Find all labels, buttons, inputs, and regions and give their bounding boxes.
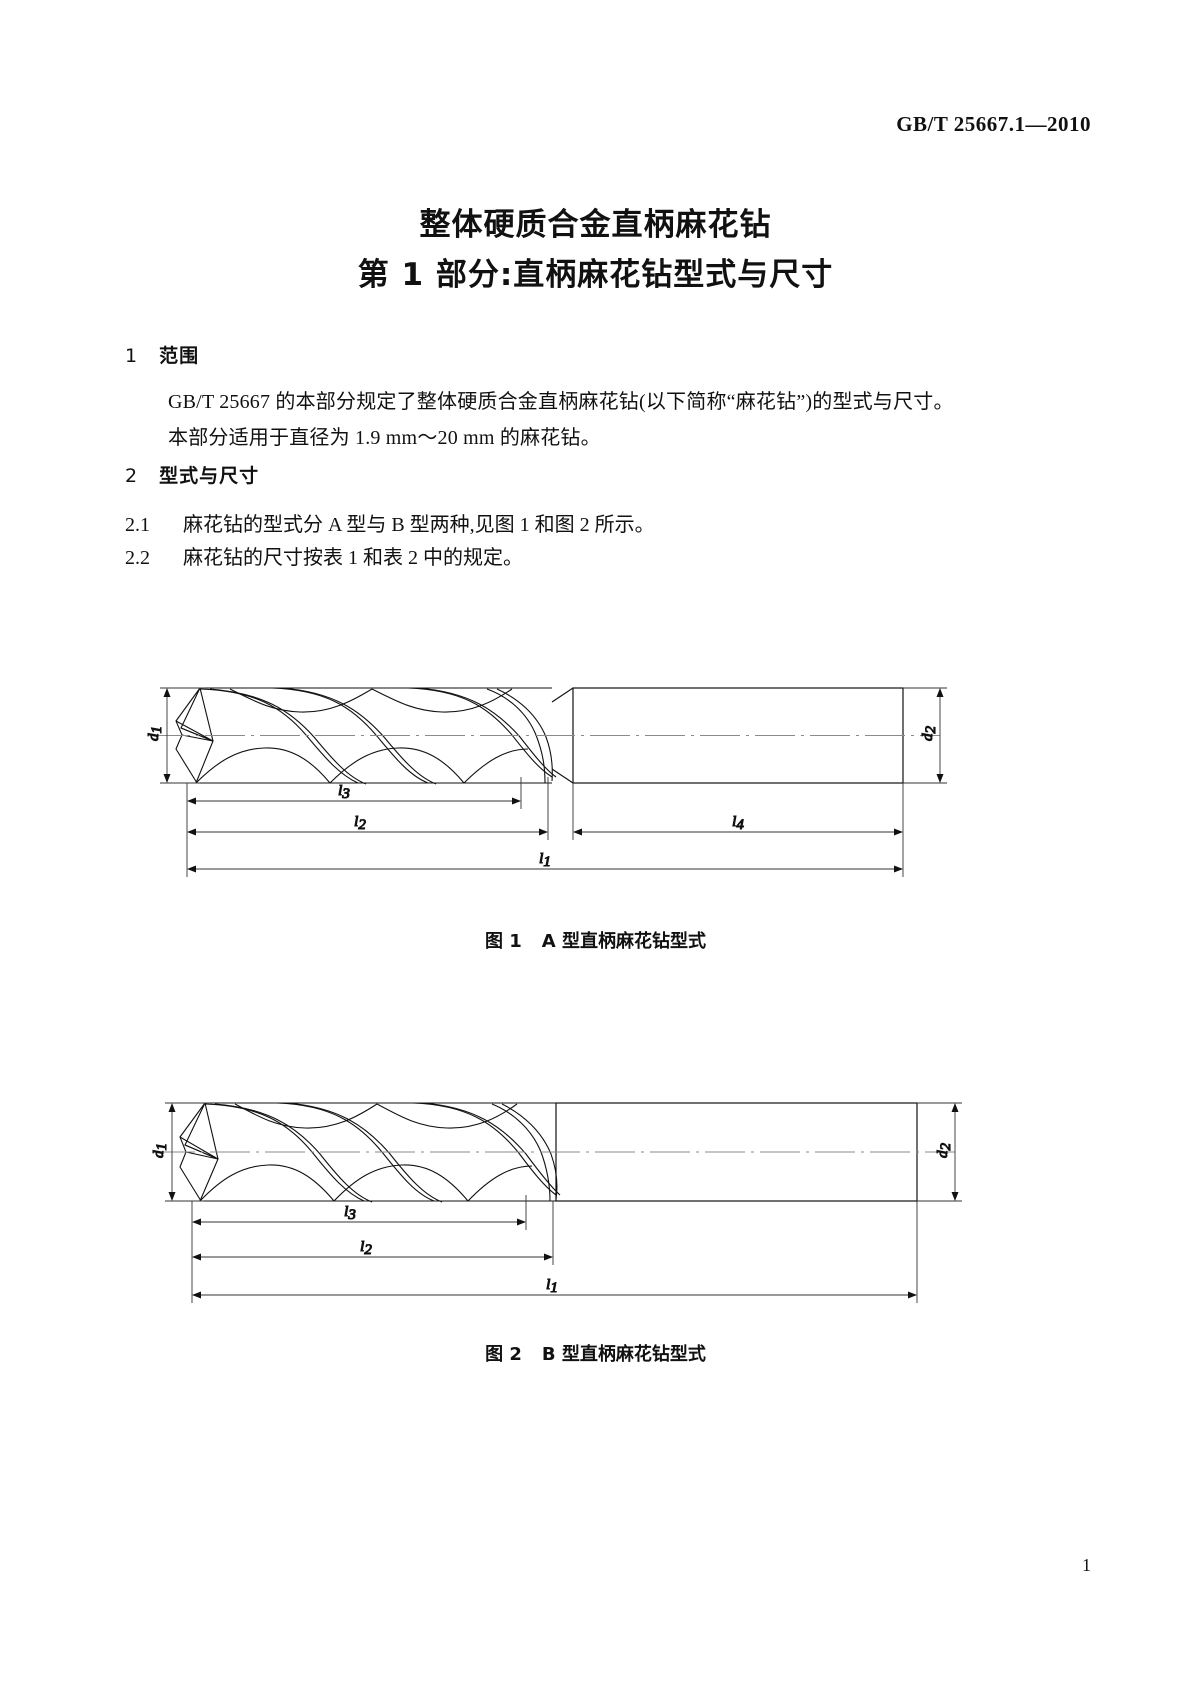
dim-label-d1: d1 (146, 726, 165, 741)
section-1-number: 1 (125, 345, 138, 367)
dim-label-d2: d2 (920, 726, 939, 742)
figure-2-caption-label: 图 2 (485, 1344, 522, 1365)
dim-label-l2: l2 (354, 814, 366, 833)
figure-1-caption-label: 图 1 (485, 931, 522, 952)
clause-2-2-text: 麻花钻的尺寸按表 1 和表 2 中的规定。 (183, 547, 523, 569)
clause-2-2-number: 2.2 (125, 547, 150, 569)
figure-1-caption: 图 1 A 型直柄麻花钻型式 (0, 927, 1191, 953)
section-2-title: 型式与尺寸 (159, 465, 260, 487)
section-2-heading: 2 型式与尺寸 (125, 461, 259, 488)
dim-label-d1: d1 (151, 1143, 170, 1158)
clause-2-1-text: 麻花钻的型式分 A 型与 B 型两种,见图 1 和图 2 所示。 (183, 514, 655, 536)
dim-label-l4: l4 (732, 814, 744, 833)
section-1-paragraph-line-2: 本部分适用于直径为 1.9 mm～20 mm 的麻花钻。 (168, 427, 601, 449)
dim-label-l2: l2 (360, 1239, 372, 1258)
section-1-title: 范围 (159, 345, 200, 367)
figure-1-caption-text: A 型直柄麻花钻型式 (541, 931, 706, 952)
clause-2-1-number: 2.1 (125, 514, 150, 536)
clause-2-2: 2.2 麻花钻的尺寸按表 1 和表 2 中的规定。 (125, 541, 523, 570)
section-1-heading: 1 范围 (125, 341, 199, 368)
title-line-2: 第 1 部分:直柄麻花钻型式与尺寸 (357, 257, 834, 293)
dim-label-l3: l3 (338, 783, 350, 802)
standard-number-header: GB/T 25667.1—2010 (896, 112, 1091, 136)
page-number: 1 (1082, 1555, 1091, 1575)
figure-2-caption: 图 2 B 型直柄麻花钻型式 (0, 1340, 1191, 1366)
title-line-1: 整体硬质合金直柄麻花钻 (419, 207, 772, 243)
dim-label-l1: l1 (546, 1277, 558, 1296)
clause-2-1: 2.1 麻花钻的型式分 A 型与 B 型两种,见图 1 和图 2 所示。 (125, 508, 655, 537)
figure-2-drawing-b-type: d1 d2 l3 (0, 1075, 1191, 1325)
page-title: 整体硬质合金直柄麻花钻 第 1 部分:直柄麻花钻型式与尺寸 (0, 200, 1191, 300)
dim-label-l3: l3 (344, 1204, 356, 1223)
dim-label-l1: l1 (539, 851, 551, 870)
dim-label-d2: d2 (935, 1143, 954, 1159)
figure-1-drawing-a-type: d1 d2 l3 (0, 655, 1191, 900)
section-1-paragraph-line-1: GB/T 25667 的本部分规定了整体硬质合金直柄麻花钻(以下简称“麻花钻”)… (168, 391, 954, 413)
section-2-number: 2 (125, 465, 138, 487)
figure-2-caption-text: B 型直柄麻花钻型式 (541, 1344, 706, 1365)
